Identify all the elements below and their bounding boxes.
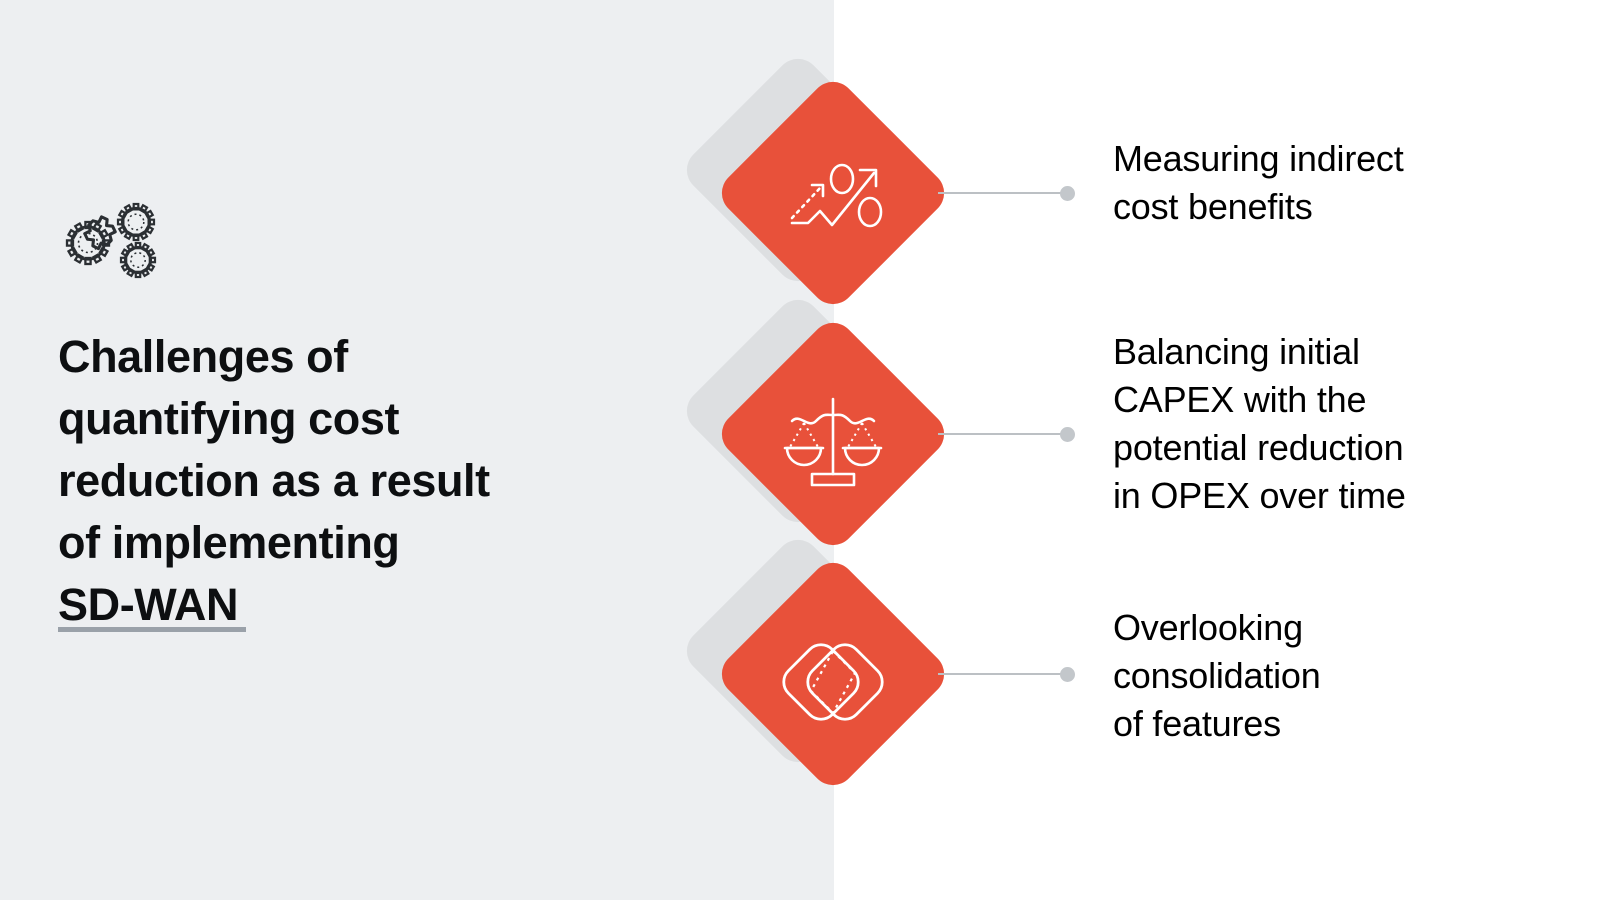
connector-dot (1060, 427, 1075, 442)
page-title: Challenges of quantifying cost reduction… (58, 331, 490, 631)
list-item: Overlooking consolidation of features (0, 530, 1600, 795)
connector-line (938, 433, 1066, 435)
list-item: Measuring indirect cost benefits (0, 49, 1600, 314)
list-item-label: Balancing initial CAPEX with the potenti… (1113, 331, 1406, 516)
list-item-label: Overlooking consolidation of features (1113, 607, 1321, 744)
left-panel (0, 0, 834, 900)
connector-dot (1060, 667, 1075, 682)
gears-icon (58, 196, 174, 282)
connector-dot (1060, 186, 1075, 201)
list-item-label: Measuring indirect cost benefits (1113, 138, 1404, 227)
connector-line (938, 192, 1066, 194)
list-item: Balancing initial CAPEX with the potenti… (0, 290, 1600, 555)
connector-line (938, 673, 1066, 675)
title-divider (58, 627, 246, 632)
